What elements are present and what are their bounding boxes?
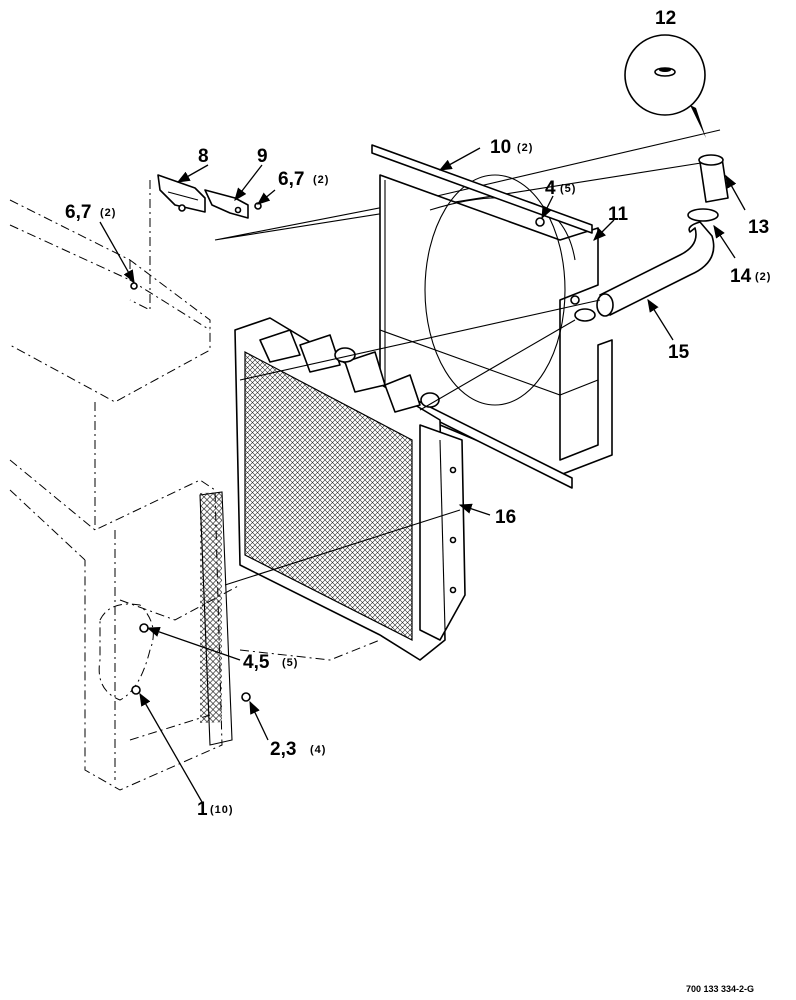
callout-13: 13 xyxy=(748,217,769,238)
callout-4-number: 4 xyxy=(545,178,556,199)
detail-circle xyxy=(624,34,706,138)
bracket-8 xyxy=(157,174,206,213)
callout-10-number: 10 xyxy=(490,137,511,158)
callout-12: 12 xyxy=(655,8,676,29)
callout-4: 4 (5) xyxy=(545,178,576,199)
callout-1-number: 1 xyxy=(197,799,208,820)
callout-6-7-upper-qty: (2) xyxy=(313,174,329,186)
callout-6-7-upper-number: 6,7 xyxy=(278,169,304,190)
callout-1-qty: (10) xyxy=(210,804,234,816)
callout-6-7-left-number: 6,7 xyxy=(65,202,91,223)
hose-clamp xyxy=(687,208,719,222)
callout-11-number: 11 xyxy=(608,204,629,225)
callout-6-7-left: 6,7 (2) xyxy=(65,202,116,223)
machine-frame-phantom xyxy=(9,180,381,791)
callout-11: 11 xyxy=(608,204,629,225)
callout-6-7-left-qty: (2) xyxy=(100,207,116,219)
leader-lines xyxy=(99,147,746,803)
bolt-1 xyxy=(131,685,141,695)
callout-8: 8 xyxy=(198,146,209,167)
callout-4-qty: (5) xyxy=(560,183,576,195)
callout-12-number: 12 xyxy=(655,8,676,29)
callout-2-3: 2,3 (4) xyxy=(270,739,326,760)
callout-14-qty: (2) xyxy=(755,271,771,283)
bolt-4-5 xyxy=(139,623,149,633)
callout-4-5-number: 4,5 xyxy=(243,652,270,673)
bracket-9 xyxy=(204,189,262,219)
callout-9: 9 xyxy=(257,146,268,167)
callout-16-number: 16 xyxy=(495,507,516,528)
callout-13-number: 13 xyxy=(748,217,769,238)
callout-2-3-number: 2,3 xyxy=(270,739,296,760)
bolt-6-7-left xyxy=(130,282,138,290)
callout-6-7-upper: 6,7 (2) xyxy=(278,169,329,190)
callout-2-3-qty: (4) xyxy=(310,744,326,756)
hose-clamp-lower xyxy=(574,308,596,322)
callout-9-number: 9 xyxy=(257,146,268,167)
screen-mesh xyxy=(200,492,222,724)
callout-10-qty: (2) xyxy=(517,142,533,154)
callout-14-number: 14 xyxy=(730,266,752,287)
radiator-hose xyxy=(596,221,715,317)
drawing-reference-number: 700 133 334-2-G xyxy=(686,984,754,994)
radiator xyxy=(234,317,466,661)
callout-15-number: 15 xyxy=(668,342,690,363)
callout-10: 10 (2) xyxy=(490,137,533,158)
filler-tube xyxy=(698,154,729,203)
callout-4-5: 4,5 (5) xyxy=(243,652,298,673)
callout-16: 16 xyxy=(495,507,516,528)
mounting-strap-upper xyxy=(371,144,593,234)
callout-14: 14 (2) xyxy=(730,266,771,287)
callout-15: 15 xyxy=(668,342,690,363)
bolt-2-3 xyxy=(241,692,251,702)
callout-1: 1 (10) xyxy=(197,799,234,820)
callout-4-5-qty: (5) xyxy=(282,657,298,669)
callout-8-number: 8 xyxy=(198,146,209,167)
